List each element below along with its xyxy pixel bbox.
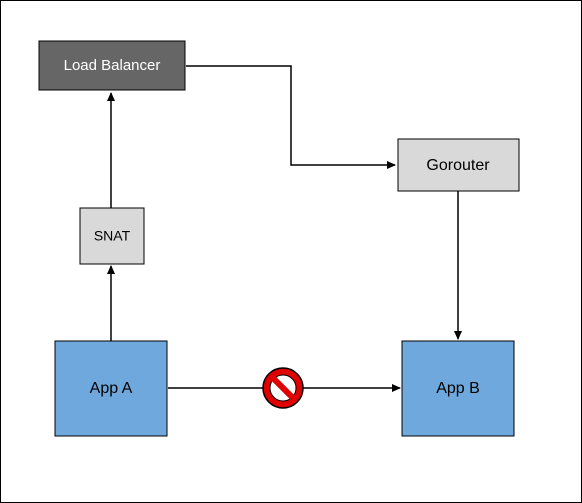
node-snat: SNAT <box>79 207 145 265</box>
edges <box>107 65 462 392</box>
node-app-a: App A <box>54 340 168 437</box>
edge-load-balancer-to-gorouter <box>186 65 396 169</box>
app-b-label: App B <box>436 380 480 397</box>
prohibited-icon <box>262 367 304 409</box>
app-a-label: App A <box>90 380 133 397</box>
load-balancer-label: Load Balancer <box>64 57 161 74</box>
snat-label: SNAT <box>94 228 131 244</box>
node-gorouter: Gorouter <box>397 138 520 192</box>
gorouter-label: Gorouter <box>426 157 490 174</box>
node-app-b: App B <box>401 340 515 437</box>
node-load-balancer: Load Balancer <box>38 40 186 91</box>
